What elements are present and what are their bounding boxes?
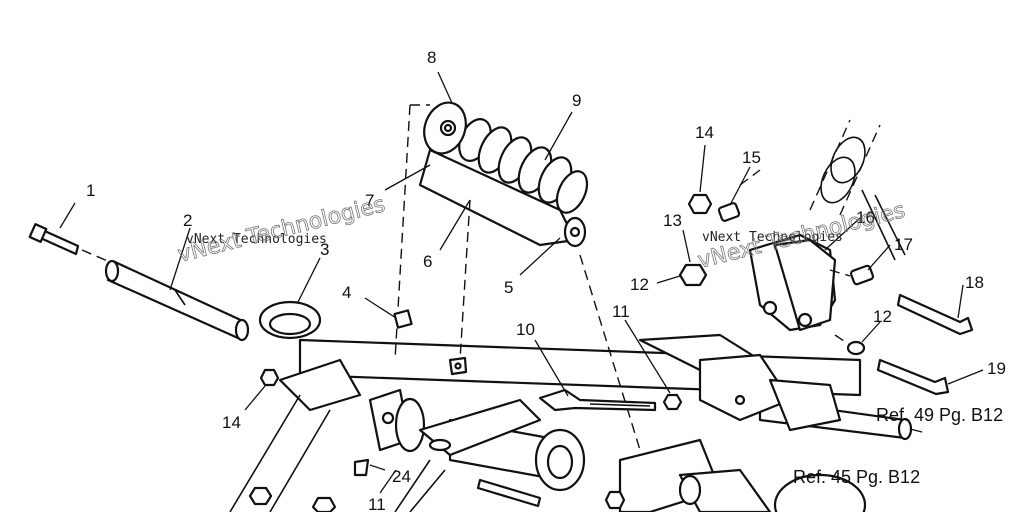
leader-lines: [59, 71, 984, 494]
mount-bracket-right: [618, 353, 867, 512]
callout-16: 16: [856, 208, 875, 227]
bushing-tube: [104, 259, 250, 342]
shock-absorber: [418, 101, 589, 248]
callout-9: 9: [572, 91, 581, 110]
callout-6: 6: [423, 252, 432, 271]
watermark-left: vNext Technologies: [186, 232, 327, 247]
reference-labels: Ref. 49 Pg. B12 Ref. 45 Pg. B12: [793, 405, 1003, 487]
callout-5: 5: [504, 278, 513, 297]
hitch-pin: [538, 388, 657, 412]
callout-labels: 1 2 3 4 5 6 7 8 9 10 11 11 12 12 13 14 1…: [86, 48, 1006, 512]
callout-1: 1: [86, 181, 95, 200]
fasteners: [248, 368, 683, 512]
callout-12-left: 12: [630, 275, 649, 294]
callout-7: 7: [365, 191, 374, 210]
mount-bracket-left: [278, 358, 426, 453]
callout-2: 2: [183, 211, 192, 230]
coil-spring: [458, 118, 589, 214]
callout-17: 17: [894, 235, 913, 254]
callout-14-upper: 14: [695, 123, 714, 142]
ring-bracket: [258, 300, 322, 340]
callout-13: 13: [663, 211, 682, 230]
callout-18: 18: [965, 273, 984, 292]
callout-12-right: 12: [873, 307, 892, 326]
lower-arm-left: [229, 394, 446, 512]
bolt-left: [28, 223, 111, 263]
callout-14-lower: 14: [222, 413, 241, 432]
callout-24: 24: [392, 467, 411, 486]
washer-plate: [393, 309, 468, 376]
callout-15: 15: [742, 148, 761, 167]
callout-8: 8: [427, 48, 436, 67]
callout-19: 19: [987, 359, 1006, 378]
watermark-left-outline: vNext Technologies: [175, 192, 387, 268]
ref-45-label: Ref. 45 Pg. B12: [793, 467, 920, 487]
pivot-barrel: [418, 398, 586, 492]
upper-right-hardware: [678, 119, 974, 396]
callout-4: 4: [342, 283, 351, 302]
watermark-right: vNext Technologies: [702, 230, 843, 245]
callout-3: 3: [320, 240, 329, 259]
callout-10: 10: [516, 320, 535, 339]
ref-49-label: Ref. 49 Pg. B12: [876, 405, 1003, 425]
callout-11-upper: 11: [612, 302, 630, 321]
callout-11-lower: 11: [368, 495, 386, 512]
